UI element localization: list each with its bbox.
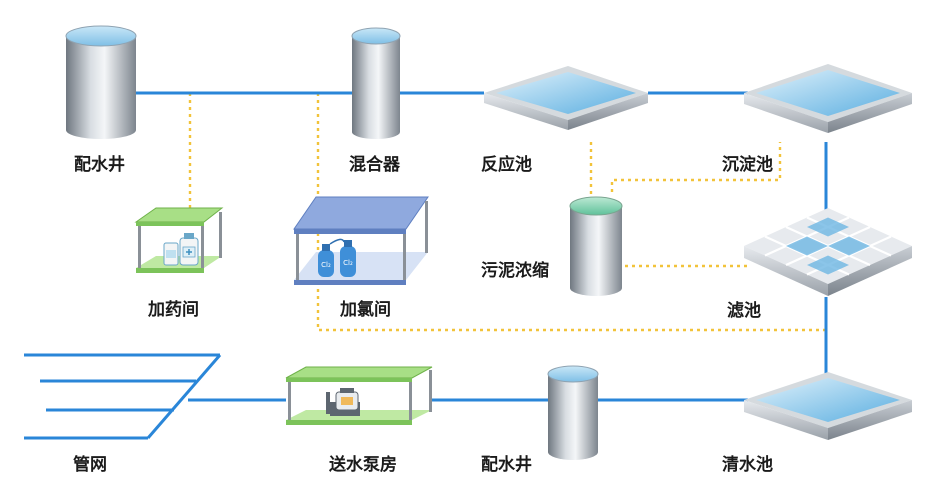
well-top-cylinder [65,25,137,139]
label-sedimentation-tank: 沉淀池 [722,155,773,175]
label-chlorination-room: 加氯间 [340,300,391,320]
well-bottom-cylinder [547,365,599,460]
water-pipes [24,91,828,440]
chlorine-symbol-2: Cl₂ [343,259,353,267]
label-sludge-thickener: 污泥浓缩 [481,261,549,281]
dosing-lines [188,93,826,332]
label-dosing-room: 加药间 [148,300,199,320]
label-well-bottom: 配水井 [481,455,532,475]
reaction-tank [484,66,648,130]
chlorination-room: Cl₂ Cl₂ [293,196,429,285]
chlorine-symbol-1: Cl₂ [321,261,331,269]
label-filter: 滤池 [727,301,761,321]
label-reaction-tank: 反应池 [481,155,532,175]
label-pipe-network: 管网 [73,455,107,475]
mixer-cylinder [351,27,401,139]
label-clear-water-tank: 清水池 [722,455,773,475]
sludge-thickener-cylinder [569,196,623,296]
pump-house [285,366,433,425]
clear-water-tank [744,372,912,440]
dosing-room [134,207,224,273]
label-well-top: 配水井 [74,155,125,175]
label-mixer: 混合器 [349,155,400,175]
filter-tank [744,208,912,296]
label-pump-house: 送水泵房 [329,455,397,475]
sedimentation-tank [744,64,912,133]
